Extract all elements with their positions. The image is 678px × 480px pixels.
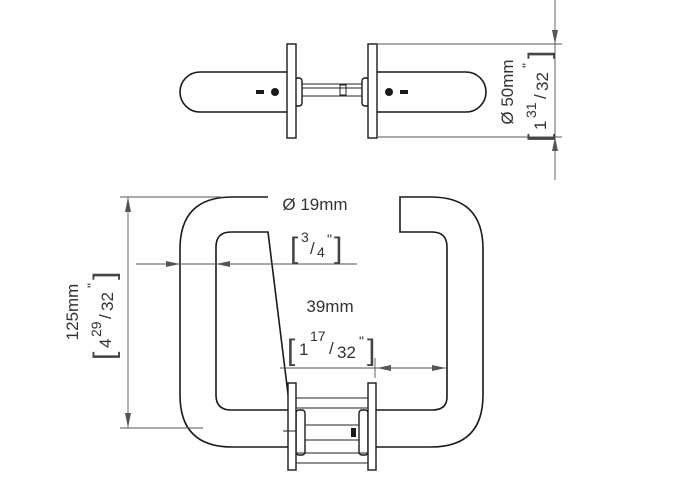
top-inch-den: 32 — [533, 72, 552, 91]
inch-mark: " — [84, 283, 100, 288]
top-view: Ø 50mm [ 1 31 / 32 " ] — [179, 0, 562, 180]
fraction-slash: / — [531, 94, 550, 99]
bracket-open: [ — [290, 232, 299, 265]
left-screw-icon — [271, 88, 279, 96]
bracket-open: [ — [88, 351, 121, 360]
diameter-inch-den: 4 — [317, 244, 325, 260]
right-backplate — [367, 382, 377, 471]
inch-mark: " — [519, 63, 535, 68]
lower-bolt — [295, 452, 369, 464]
height-label: 125mm — [63, 284, 82, 341]
right-lever — [372, 71, 487, 113]
projection-inch-whole: 1 — [299, 340, 308, 359]
right-screw-icon — [385, 88, 393, 96]
upper-bolt — [295, 397, 369, 409]
left-backplate — [287, 382, 297, 471]
top-inch-whole: 1 — [531, 121, 550, 130]
left-rose — [295, 409, 306, 456]
top-inch-num: 31 — [523, 102, 539, 118]
left-mark-icon — [256, 90, 264, 94]
right-mark-icon — [400, 90, 408, 94]
inch-mark: " — [327, 231, 332, 247]
bracket-close: ] — [88, 272, 121, 280]
inch-mark: " — [359, 333, 364, 349]
fraction-slash: / — [310, 239, 315, 258]
projection-label: 39mm — [306, 297, 353, 316]
top-diameter-label: Ø 50mm — [498, 59, 517, 124]
bracket-close: ] — [523, 51, 556, 59]
fraction-slash: / — [96, 314, 115, 319]
bracket-open: [ — [523, 133, 556, 142]
fraction-slash: / — [329, 339, 334, 358]
bracket-close: ] — [367, 334, 375, 367]
bracket-open: [ — [287, 334, 296, 367]
projection-inch-den: 32 — [337, 343, 356, 362]
spindle — [301, 83, 363, 97]
front-view: 125mm [ 4 29 / 32 " ] Ø 19mm [ 3 / 4 " ]… — [63, 195, 484, 471]
diameter-label: Ø 19mm — [282, 195, 347, 214]
height-inch-whole: 4 — [96, 339, 115, 348]
bracket-close: ] — [334, 232, 342, 265]
right-rose — [358, 409, 369, 456]
height-inch-den: 32 — [98, 292, 117, 311]
height-inch-num: 29 — [88, 321, 104, 337]
diameter-inch-num: 3 — [301, 229, 309, 245]
spindle — [304, 424, 360, 441]
left-lever — [179, 71, 292, 113]
left-backplate — [286, 43, 297, 139]
projection-inch-num: 17 — [310, 328, 326, 344]
right-backplate — [367, 43, 378, 139]
u-handle — [179, 196, 484, 448]
